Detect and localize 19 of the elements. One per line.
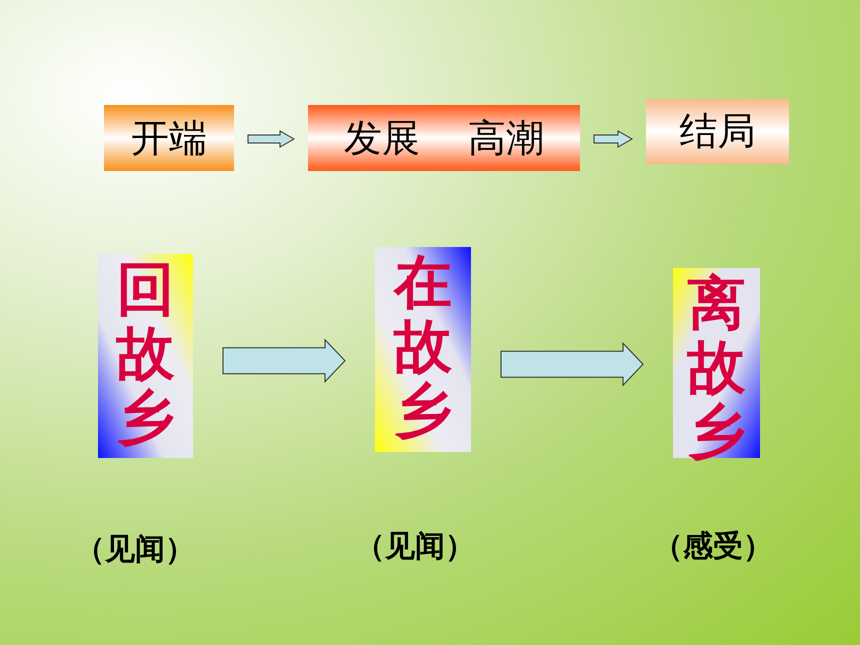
stage-box	[308, 105, 580, 171]
stage-box	[104, 105, 234, 171]
stage-title: 离故乡	[688, 272, 746, 464]
note-text: （感受）	[653, 528, 773, 566]
stage-title: 在故乡	[394, 251, 452, 442]
note-text: （见闻）	[355, 528, 475, 566]
block-arrow	[500, 342, 644, 386]
block-arrow	[222, 338, 346, 383]
note-text: （见闻）	[75, 531, 195, 569]
block-arrow	[594, 130, 633, 148]
vertical-title-box	[375, 247, 471, 452]
block-arrow	[248, 130, 295, 148]
vertical-title-box	[98, 254, 193, 458]
stage-label: 开端	[131, 114, 207, 162]
stage-title: 回故乡	[116, 258, 174, 450]
stage-label: 发展	[344, 114, 420, 162]
stage-box	[646, 99, 789, 164]
stage-label: 结局	[680, 108, 756, 155]
stage-label: 高潮	[468, 114, 544, 162]
